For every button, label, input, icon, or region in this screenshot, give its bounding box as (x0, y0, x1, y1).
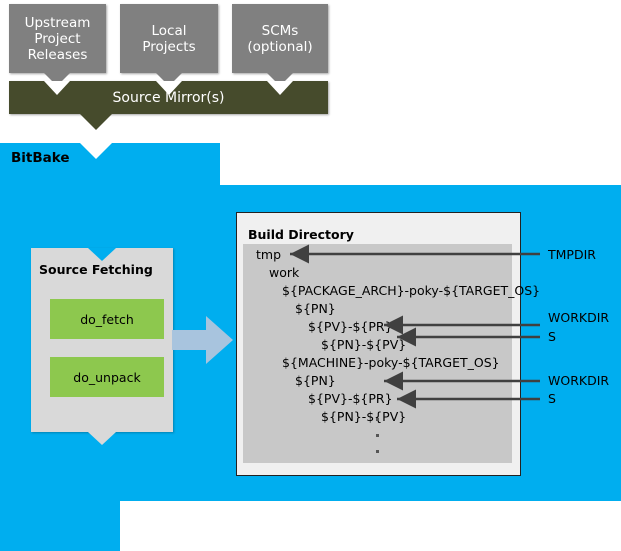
tree-ellipsis-dot (376, 450, 379, 453)
tree-line-pn-1: ${PN} (295, 301, 336, 316)
callout-label-workdir-2: WORKDIR (548, 373, 610, 388)
source-fetching-title: Source Fetching (39, 262, 153, 277)
tree-line-tmp: tmp (256, 247, 282, 262)
task-do-fetch[interactable]: do_fetch (50, 299, 164, 339)
source-box-upstream-project-releases: Upstream Project Releases (9, 4, 106, 73)
mirror-inlet-notch-local-icon (156, 81, 182, 95)
callout-label-s-2: S (548, 391, 556, 406)
source-box-scms-optional: SCMs (optional) (232, 4, 328, 73)
build-directory-tree-area (243, 244, 512, 463)
tree-line-pv-pr-1: ${PV}-${PR} (308, 319, 393, 334)
mirror-output-notch-icon (80, 114, 112, 130)
tree-line-pv-pr-2: ${PV}-${PR} (308, 391, 393, 406)
callout-label-workdir-1: WORKDIR (548, 310, 610, 325)
source-fetching-outlet-notch-icon (88, 432, 116, 445)
bitbake-inlet-notch-icon (80, 143, 112, 159)
callout-label-tmpdir: TMPDIR (548, 247, 596, 262)
source-box-label: SCMs (optional) (247, 22, 313, 55)
source-mirror-label: Source Mirror(s) (112, 89, 225, 106)
source-fetching-inlet-notch-icon (88, 248, 116, 261)
tree-line-package-arch: ${PACKAGE_ARCH}-poky-${TARGET_OS} (282, 283, 541, 298)
source-box-local-projects: Local Projects (120, 4, 218, 73)
task-label: do_fetch (80, 311, 134, 327)
tree-line-pn-2: ${PN} (295, 373, 336, 388)
tree-line-machine: ${MACHINE}-poky-${TARGET_OS} (282, 355, 500, 370)
tree-line-pn-pv-1: ${PN}-${PV} (321, 337, 407, 352)
source-box-label: Upstream Project Releases (24, 14, 91, 63)
task-label: do_unpack (73, 369, 141, 385)
flow-arrow-icon (172, 316, 233, 364)
bitbake-region-tail (0, 501, 120, 551)
source-fetching-panel (31, 248, 173, 432)
source-box-label: Local Projects (142, 22, 196, 55)
bitbake-label: BitBake (11, 150, 70, 166)
build-directory-title: Build Directory (248, 227, 354, 242)
tree-line-pn-pv-2: ${PN}-${PV} (321, 409, 407, 424)
mirror-inlet-notch-scms-icon (267, 81, 293, 95)
tree-line-work: work (269, 265, 300, 280)
tree-ellipsis-dot (376, 418, 379, 421)
task-do-unpack[interactable]: do_unpack (50, 357, 164, 397)
callout-label-s-1: S (548, 329, 556, 344)
mirror-inlet-notch-upstream-icon (44, 81, 70, 95)
tree-ellipsis-dot (376, 434, 379, 437)
